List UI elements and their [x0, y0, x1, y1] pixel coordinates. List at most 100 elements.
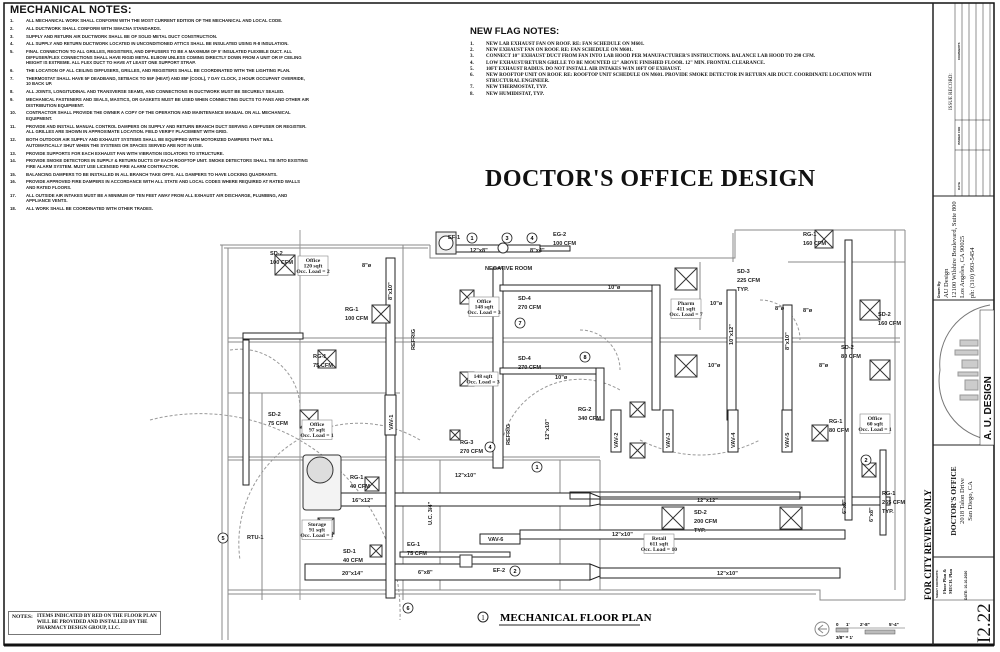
mechanical-note: 1.ALL MECHANICAL WORK SHALL CONFORM WITH…	[10, 18, 310, 24]
plan-label-text: 270 CFM	[518, 305, 541, 311]
plan-label-text: 8"ø	[819, 363, 829, 369]
diffuser-icon	[674, 354, 698, 378]
plan-label-dim-6x8-b: 6"x8"	[869, 507, 875, 522]
mechanical-note-number: 8.	[10, 89, 14, 95]
plan-label-text: 40 CFM	[343, 558, 363, 564]
flag-notes-title: NEW FLAG NOTES:	[470, 26, 560, 37]
flag-note-number: 4.	[470, 60, 474, 66]
plan-label-dim-8x10-a: 8"x10"	[388, 282, 394, 300]
plan-label-text: 91 sqft	[309, 528, 325, 534]
flag-note: 1.NEW LAB EXHAUST FAN ON ROOF. RE: FAN S…	[470, 42, 890, 48]
mechanical-note-number: 10.	[10, 110, 16, 116]
mechanical-note-text: THE LOCATION OF ALL CEILING DIFFUSERS, G…	[26, 68, 291, 74]
plan-label-dim-6x8-c: 6"x8"	[418, 570, 433, 576]
flag-note: 5.10FT EXHAUST RADIUS. DO NOT INSTALL AI…	[470, 67, 890, 73]
flag-callout-number: 1	[535, 465, 538, 471]
mechanical-note-text: MECHANICAL FASTENERS AND SEALS, MASTICS,…	[26, 97, 309, 108]
flag-callout-number: 1	[470, 236, 473, 242]
plan-label-dim-10d-c: 10"ø	[710, 301, 723, 307]
flag-callout: 4	[526, 232, 538, 244]
scale-bar: 0 1' 2'-8" 5'-4" 3/8" = 1'	[814, 621, 905, 640]
plan-label-text: REFRIG	[506, 424, 512, 445]
plan-label-vav4: VAV-4	[731, 432, 737, 448]
plan-label-text: Occ. Load = 10	[641, 547, 677, 553]
flag-note-text: CONNECT 10" EXHAUST DUCT FROM FAN INTO L…	[486, 54, 816, 60]
mechanical-note: 8.ALL JOINTS, LONGITUDINAL AND TRANSVERS…	[10, 89, 310, 95]
footnote-text: ITEMS INDICATED BY RED ON THE FLOOR PLAN…	[37, 614, 157, 631]
plan-label-text: NEGATIVE ROOM	[485, 266, 532, 272]
plan-label-text: 265 CFM	[882, 500, 905, 506]
plan-label-text: SD-2	[268, 412, 281, 418]
plan-label-text: RG-1	[345, 307, 358, 313]
mechanical-note-text: BOTH OUTDOOR AIR SUPPLY AND EXHAUST SYST…	[26, 137, 274, 148]
plan-label-text: 10"ø	[608, 285, 621, 291]
plan-label-text: 100 CFM	[345, 316, 368, 322]
plan-label-text: Retail	[652, 536, 667, 542]
plan-label-text: 8"ø	[803, 308, 813, 314]
plan-label-dim-12x10-a: 12"x10"	[455, 473, 476, 479]
scale-tick: 0	[836, 622, 839, 627]
logo-arc	[938, 304, 991, 441]
plan-label-dim-8d-b: 8"ø	[803, 308, 813, 314]
diffuser-icon	[317, 349, 337, 369]
flag-note: 6.NEW ROOFTOP UNIT ON ROOF. RE: ROOFTOP …	[470, 73, 890, 85]
plan-label-text: 340 CFM	[578, 416, 601, 422]
plan-label-text: 120 sqft	[304, 264, 323, 270]
plan-label-uc: U.C. 3/4"	[428, 501, 434, 525]
plan-label-text: 12"x10"	[612, 532, 633, 538]
rtu-fan-icon	[306, 456, 334, 484]
plan-label-text: 100 CFM	[553, 241, 576, 247]
mechanical-note-number: 15.	[10, 171, 16, 177]
flag-callout: 2	[509, 565, 521, 577]
diffuser-icon	[869, 359, 891, 381]
scale-ratio: 3/8" = 1'	[836, 635, 853, 640]
plan-label-dim-8x4: 8"x4"	[530, 248, 545, 254]
plan-label-dim-10x12: 10"x12"	[729, 324, 735, 345]
flag-note-number: 1.	[470, 42, 474, 47]
firm-name: AU Design	[943, 268, 950, 298]
flag-note-text: NEW EXHAUST FAN ON ROOF. RE: FAN SCHEDUL…	[486, 48, 633, 54]
mechanical-note-number: 3.	[10, 33, 14, 39]
plan-label-text: EG-1	[407, 542, 420, 548]
scale-tick: 5'-4"	[889, 622, 899, 627]
flag-note-text: 10FT EXHAUST RADIUS. DO NOT INSTALL AIR …	[486, 66, 682, 72]
footnote-box: NOTES: ITEMS INDICATED BY RED ON THE FLO…	[8, 611, 161, 635]
plan-label-dim-8d-d: 8"ø	[775, 306, 785, 312]
plan-label-text: 160 CFM	[803, 241, 826, 247]
plan-label-text: 12"x8"	[470, 248, 488, 254]
plan-label-text: 148 sqft	[474, 374, 493, 380]
plan-label-text: RG-1	[313, 354, 326, 360]
plan-label-vav6: VAV-6	[488, 537, 503, 543]
plan-label-text: 8"ø	[775, 306, 785, 312]
plan-label-text: VAV-3	[666, 433, 672, 448]
plan-label-text: VAV-2	[614, 433, 620, 448]
diffuser-icon	[861, 462, 877, 478]
project-address-2: San Diego, CA	[967, 481, 974, 521]
plan-label-sd1: SD-140 CFM	[343, 549, 363, 564]
diffuser-icon	[661, 506, 685, 530]
plan-label-text: Pharm	[678, 301, 695, 307]
flag-callout-number: 2	[513, 569, 516, 575]
drawing-title: DOCTOR'S OFFICE DESIGN	[485, 166, 816, 192]
diffuser-icon	[371, 304, 391, 324]
plan-label-negative-room: NEGATIVE ROOM	[485, 266, 532, 272]
mechanical-notes: MECHANICAL NOTES: 1.ALL MECHANICAL WORK …	[10, 4, 310, 214]
diffuser-icon	[629, 442, 646, 459]
sheet-contents-line-1: Floor Plan &	[942, 569, 947, 594]
floor-plan	[149, 229, 906, 640]
plan-label-text: SD-4	[518, 296, 532, 302]
flag-note: 4.LOW EXHAUST/RETURN GRILLE TO BE MOUNTE…	[470, 61, 890, 67]
plan-label-text: 60 sqft	[867, 422, 883, 428]
mechanical-note-number: 7.	[10, 75, 14, 81]
mechanical-note-text: PROVIDE SMOKE DETECTORS IN SUPPLY & RETU…	[26, 158, 308, 169]
mechanical-note-text: ALL DUCTWORK SHALL CONFORM WITH SMACNA S…	[26, 25, 161, 31]
plan-label-dim-6x8-a: 6"x8"	[842, 499, 848, 514]
equipment	[302, 231, 509, 568]
